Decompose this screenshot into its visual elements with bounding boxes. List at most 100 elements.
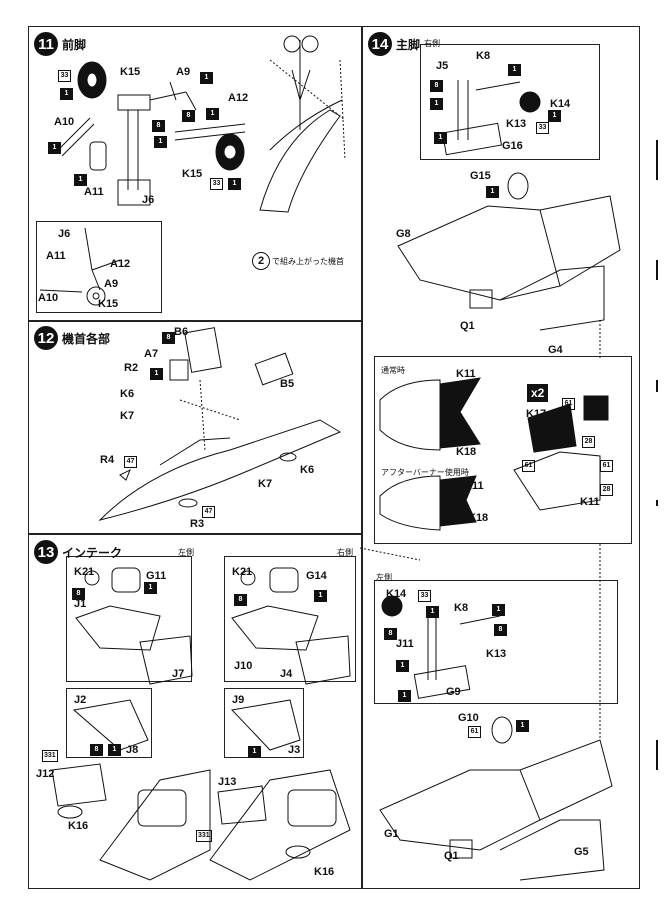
step-14-right-side-label: 右側 — [424, 39, 440, 48]
part-label-k16: K16 — [314, 866, 335, 878]
paint-code-badge: 8 — [494, 624, 507, 636]
paint-code-badge: 1 — [150, 368, 163, 380]
part-label-j2: J2 — [74, 694, 87, 706]
paint-code-badge: 8 — [162, 332, 175, 344]
part-label-k11: K11 — [456, 368, 476, 380]
paint-code-badge: 1 — [508, 64, 521, 76]
step-13-right-side-label: 右側 — [337, 548, 353, 557]
part-label-j11: J11 — [396, 638, 414, 650]
part-label-j3: J3 — [288, 744, 301, 756]
step-11-number: 11 — [34, 32, 58, 56]
part-label-j5: J5 — [436, 60, 449, 72]
nose-assembled-note: で組み上がった機首 — [272, 257, 344, 266]
part-label-r3: R3 — [190, 518, 205, 530]
main-gear-strut-right — [457, 80, 469, 140]
paint-code-badge: 61 — [468, 726, 481, 738]
part-label-k15: K15 — [120, 66, 141, 78]
step-13-panel — [28, 534, 362, 889]
paint-code-badge: 1 — [398, 690, 411, 702]
part-label-a11: A11 — [46, 250, 66, 262]
paint-code-badge: 1 — [486, 186, 499, 198]
step-14-right-inset — [420, 44, 600, 160]
paint-code-badge: 33 — [58, 70, 71, 82]
step-13-title: インテーク — [62, 545, 123, 560]
nose-cone — [98, 419, 342, 521]
paint-code-badge: 1 — [516, 720, 529, 732]
wing-left — [379, 769, 541, 851]
step-11-title: 前脚 — [62, 37, 87, 52]
paint-code-badge: 1 — [206, 108, 219, 120]
step-13-right-upper — [224, 556, 356, 682]
paint-code-badge: 8 — [384, 628, 397, 640]
part-label-k18: K18 — [456, 446, 477, 458]
step-14-title: 主脚 — [396, 37, 421, 52]
paint-code-badge: 1 — [314, 590, 327, 602]
part-label-g15: G15 — [470, 170, 491, 182]
part-label-a11: A11 — [84, 186, 104, 198]
part-label-g14: G14 — [306, 570, 327, 582]
part-label-k7: K7 — [120, 410, 135, 422]
step-12-number: 12 — [34, 326, 58, 350]
paint-code-badge: 1 — [144, 582, 157, 594]
part-label-a12: A12 — [228, 92, 249, 104]
wing-right — [397, 205, 561, 301]
part-label-a10: A10 — [38, 292, 59, 304]
part-label-j1: J1 — [74, 598, 87, 610]
step-12-panel — [28, 321, 362, 534]
part-label-q1: Q1 — [444, 850, 459, 862]
paint-code-badge: 47 — [124, 456, 137, 468]
part-label-j6: J6 — [58, 228, 71, 240]
paint-code-badge: 47 — [202, 506, 215, 518]
part-label-q1: Q1 — [460, 320, 475, 332]
part-label-a7: A7 — [144, 348, 159, 360]
part-label-a9: A9 — [104, 278, 119, 290]
paint-code-badge: 1 — [228, 178, 241, 190]
part-label-k15: K15 — [182, 168, 203, 180]
part-label-k8: K8 — [476, 50, 491, 62]
part-label-k13: K13 — [506, 118, 527, 130]
paint-code-badge: 8 — [152, 120, 165, 132]
step-13-left-side-label: 左側 — [178, 548, 194, 557]
part-label-a9: A9 — [176, 66, 191, 78]
paint-code-badge: 1 — [548, 110, 561, 122]
intake-left-upper — [75, 605, 161, 651]
intake-duct-left — [99, 769, 211, 881]
part-label-g8: G8 — [396, 228, 411, 240]
part-label-g4: G4 — [548, 344, 563, 356]
paint-code-badge: 1 — [200, 72, 213, 84]
scan-edge-marks — [649, 120, 665, 870]
step-11-header: 11 前脚 — [34, 32, 86, 56]
part-label-j9: J9 — [232, 694, 245, 706]
step-11-inset — [36, 221, 162, 313]
paint-code-badge: 28 — [582, 436, 595, 448]
part-label-k7: K7 — [258, 478, 273, 490]
exhaust-inset — [374, 356, 632, 544]
part-label-g10: G10 — [458, 712, 479, 724]
paint-code-badge: 1 — [154, 136, 167, 148]
part-label-b5: B5 — [280, 378, 295, 390]
part-label-g16: G16 — [502, 140, 523, 152]
intake-duct-right — [209, 769, 351, 881]
part-label-k16: K16 — [68, 820, 89, 832]
part-label-j13: J13 — [218, 776, 237, 788]
step-14-left-inset — [374, 580, 618, 704]
step-13-left-lower — [66, 688, 152, 758]
part-label-j12: J12 — [36, 768, 55, 780]
paint-code-badge: 8 — [90, 744, 103, 756]
step-14-panel — [362, 26, 640, 889]
part-label-k21: K21 — [74, 566, 95, 578]
normal-state-note: 通常時 — [381, 366, 405, 375]
part-label-k13: K13 — [486, 648, 507, 660]
paint-code-badge: 331 — [196, 830, 212, 842]
part-label-j4: J4 — [280, 668, 293, 680]
paint-code-badge: 1 — [430, 98, 443, 110]
step-14-number: 14 — [368, 32, 392, 56]
paint-code-badge: 331 — [42, 750, 58, 762]
part-label-k6: K6 — [300, 464, 315, 476]
part-label-a10: A10 — [54, 116, 75, 128]
paint-code-badge: 1 — [74, 174, 87, 186]
nose-ref-circle: 2 — [252, 252, 270, 270]
paint-code-badge: 1 — [396, 660, 409, 672]
